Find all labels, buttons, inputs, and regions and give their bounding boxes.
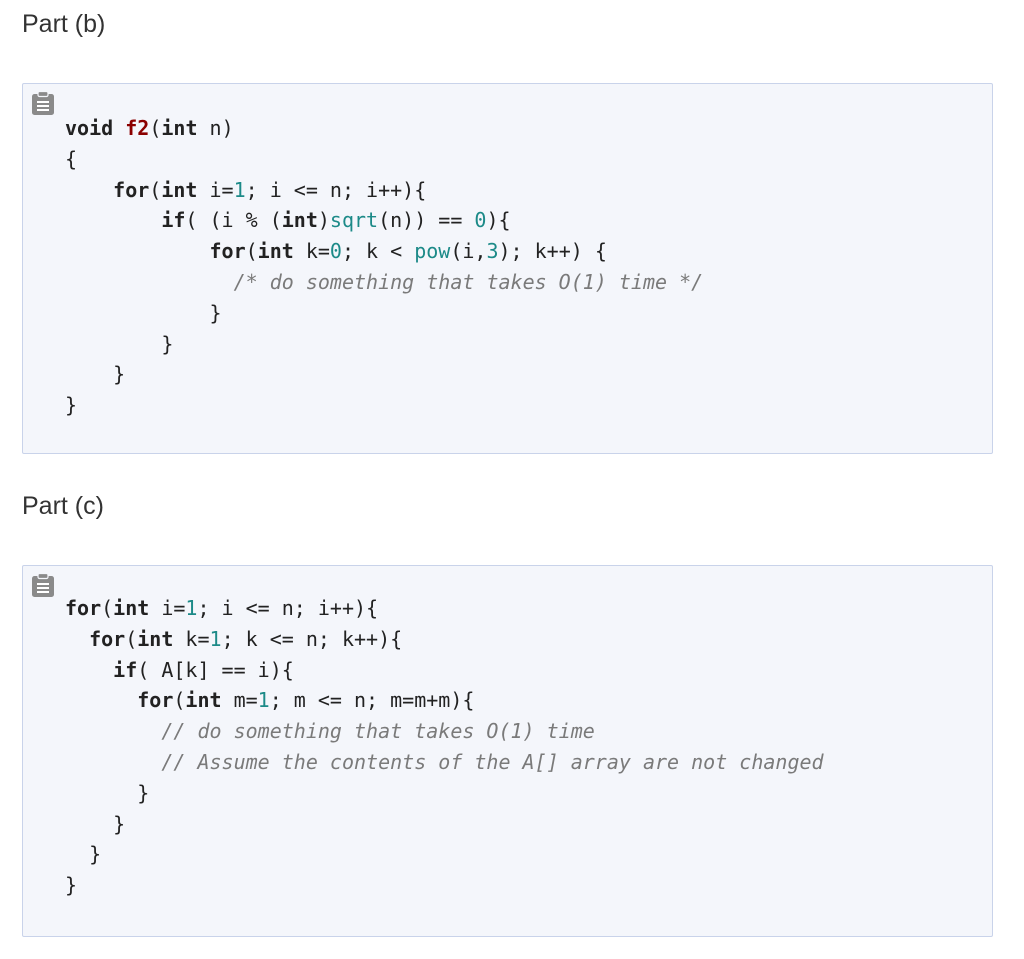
code-token bbox=[65, 270, 234, 294]
code-token: { bbox=[65, 146, 78, 171]
code-token: } bbox=[65, 393, 78, 418]
code-token: i= bbox=[197, 177, 234, 202]
part-c-title: Part (c) bbox=[22, 492, 104, 520]
code-token bbox=[65, 208, 161, 232]
code-token: 1 bbox=[257, 688, 270, 713]
code-token bbox=[65, 750, 161, 774]
code-token: 0 bbox=[474, 208, 487, 233]
code-token: ); k++) { bbox=[498, 239, 607, 264]
clipboard-icon[interactable] bbox=[30, 572, 56, 598]
code-line: // Assume the contents of the A[] array … bbox=[65, 747, 824, 778]
code-token: if bbox=[113, 657, 138, 682]
code-line: } bbox=[65, 778, 824, 809]
code-token bbox=[65, 239, 210, 263]
code-listing: void f2(int n){ for(int i=1; i <= n; i++… bbox=[65, 113, 703, 421]
code-token: for bbox=[113, 177, 150, 202]
code-line: for(int k=0; k < pow(i,3); k++) { bbox=[65, 236, 703, 267]
code-token bbox=[65, 688, 137, 712]
code-line: for(int k=1; k <= n; k++){ bbox=[65, 624, 824, 655]
code-listing: for(int i=1; i <= n; i++){ for(int k=1; … bbox=[65, 593, 824, 901]
code-token: ( (i % ( bbox=[185, 208, 282, 233]
code-token: ) bbox=[317, 208, 330, 233]
code-token: (i, bbox=[450, 239, 487, 264]
code-token: 3 bbox=[486, 239, 499, 264]
code-line: } bbox=[65, 839, 824, 870]
code-line: } bbox=[65, 329, 703, 360]
code-block-part-b: void f2(int n){ for(int i=1; i <= n; i++… bbox=[22, 83, 993, 454]
code-token: // do something that takes O(1) time bbox=[161, 719, 595, 744]
code-line: for(int i=1; i <= n; i++){ bbox=[65, 593, 824, 624]
code-token: int bbox=[137, 626, 174, 651]
code-token: int bbox=[161, 116, 198, 140]
code-token: ; k <= n; k++){ bbox=[221, 626, 403, 651]
code-line: for(int m=1; m <= n; m=m+m){ bbox=[65, 685, 824, 716]
part-b-title: Part (b) bbox=[22, 10, 106, 38]
code-token: ){ bbox=[486, 208, 511, 233]
code-token: int bbox=[257, 239, 294, 264]
code-token: int bbox=[185, 688, 222, 713]
code-token: ( bbox=[149, 116, 162, 140]
code-token: ; i <= n; i++){ bbox=[197, 596, 379, 620]
code-line: if( A[k] == i){ bbox=[65, 655, 824, 686]
code-line: } bbox=[65, 390, 703, 421]
code-token bbox=[65, 719, 161, 743]
code-token: pow bbox=[414, 239, 451, 264]
code-token bbox=[65, 627, 89, 651]
code-token: for bbox=[137, 688, 174, 713]
code-token: 0 bbox=[329, 239, 342, 264]
code-token: ; k < bbox=[341, 239, 415, 264]
code-token: 1 bbox=[233, 177, 246, 202]
code-token: for bbox=[65, 596, 102, 620]
code-token: /* do something that takes O(1) time */ bbox=[233, 269, 704, 294]
code-token: int bbox=[113, 596, 150, 620]
code-token: } bbox=[65, 362, 126, 387]
code-token: 1 bbox=[209, 626, 222, 651]
code-line: } bbox=[65, 359, 703, 390]
code-block-part-c: for(int i=1; i <= n; i++){ for(int k=1; … bbox=[22, 565, 993, 937]
code-line: // do something that takes O(1) time bbox=[65, 716, 824, 747]
code-token: ; m <= n; m=m+m){ bbox=[269, 688, 475, 713]
code-token: void bbox=[65, 116, 114, 140]
code-token: m= bbox=[221, 688, 258, 713]
code-token: } bbox=[65, 331, 174, 356]
code-token: (n)) == bbox=[378, 208, 475, 233]
code-token: i= bbox=[149, 596, 186, 620]
code-token: n) bbox=[197, 116, 234, 140]
code-token: int bbox=[281, 208, 318, 233]
code-token: // Assume the contents of the A[] array … bbox=[161, 749, 824, 774]
code-token: f2 bbox=[125, 116, 150, 140]
code-token bbox=[65, 658, 113, 682]
code-token: int bbox=[161, 177, 198, 202]
clipboard-icon[interactable] bbox=[30, 90, 56, 116]
code-token: ( bbox=[245, 239, 258, 264]
code-token: ( bbox=[173, 688, 186, 713]
code-token: if bbox=[161, 208, 186, 233]
code-token: ( bbox=[101, 596, 114, 620]
code-token: ( A[k] == i){ bbox=[137, 657, 294, 682]
code-line: void f2(int n) bbox=[65, 113, 703, 144]
code-token: for bbox=[209, 239, 246, 264]
code-token: } bbox=[65, 300, 222, 325]
code-token: } bbox=[65, 842, 102, 867]
code-line: if( (i % (int)sqrt(n)) == 0){ bbox=[65, 205, 703, 236]
code-token: ; i <= n; i++){ bbox=[245, 177, 427, 202]
code-line: } bbox=[65, 298, 703, 329]
code-line: for(int i=1; i <= n; i++){ bbox=[65, 175, 703, 206]
code-token: sqrt bbox=[329, 208, 379, 233]
code-token: } bbox=[65, 780, 150, 805]
code-line: } bbox=[65, 870, 824, 901]
code-line: { bbox=[65, 144, 703, 175]
code-line: /* do something that takes O(1) time */ bbox=[65, 267, 704, 298]
code-token: for bbox=[89, 626, 126, 651]
code-token: ( bbox=[149, 177, 162, 202]
code-token: k= bbox=[293, 239, 330, 264]
code-token bbox=[113, 116, 125, 140]
code-token bbox=[65, 178, 113, 202]
code-token: } bbox=[65, 811, 126, 836]
code-token: } bbox=[65, 873, 78, 898]
code-line: } bbox=[65, 809, 824, 840]
code-token: 1 bbox=[185, 596, 198, 620]
code-token: ( bbox=[125, 626, 138, 651]
code-token: k= bbox=[173, 626, 210, 651]
